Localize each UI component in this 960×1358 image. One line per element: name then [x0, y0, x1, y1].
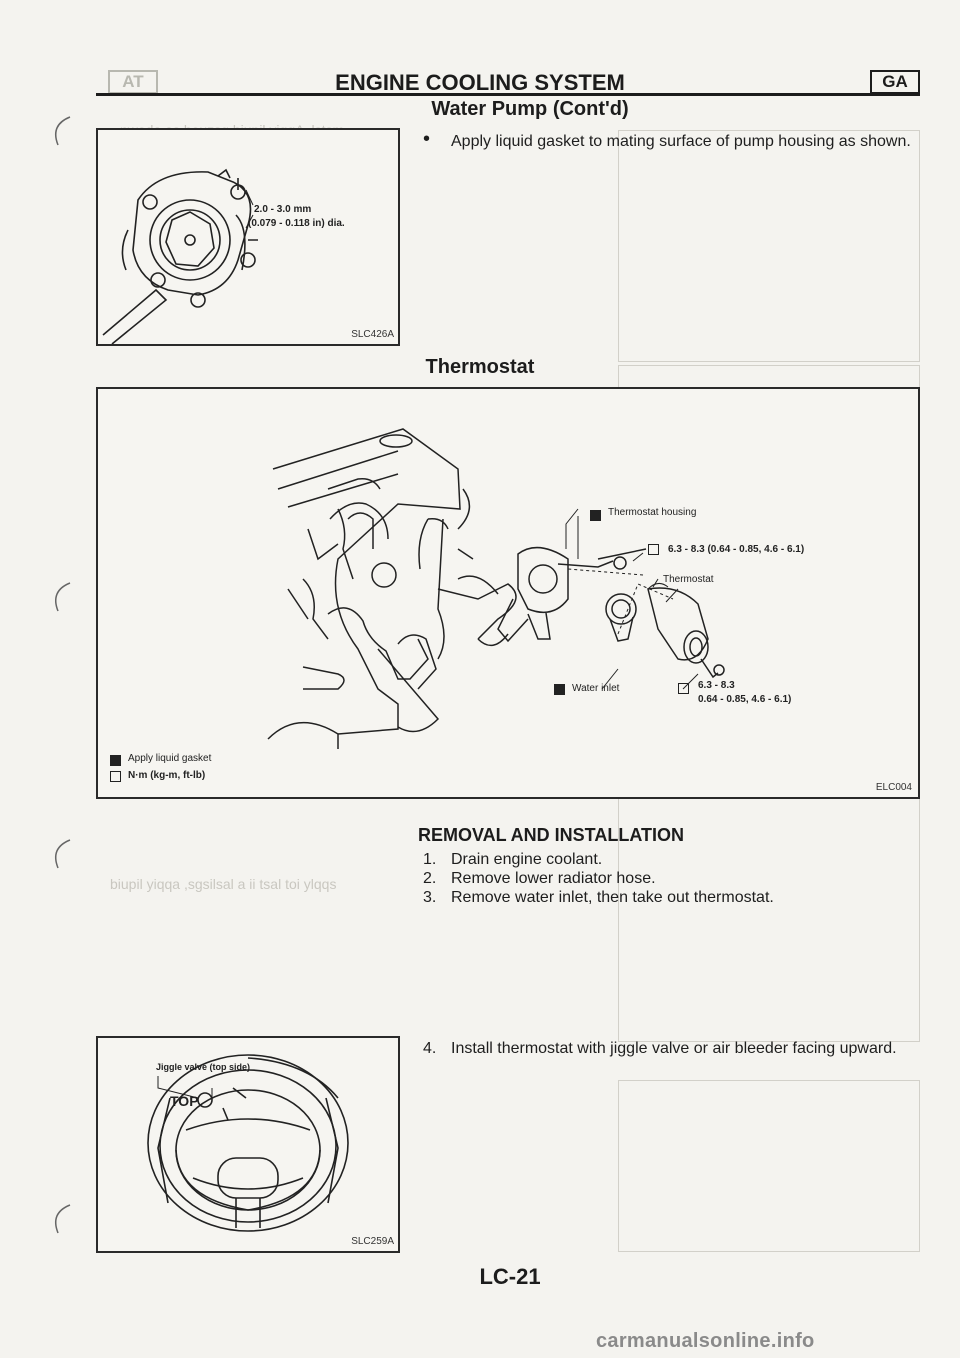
step-text: Remove water inlet, then take out thermo… [451, 889, 774, 906]
section-tag-right: GA [870, 70, 920, 94]
torque-icon [648, 544, 659, 555]
step-text: Drain engine coolant. [451, 851, 603, 868]
thermostat-heading: Thermostat [425, 356, 535, 378]
step-text: Remove lower radiator hose. [451, 870, 656, 887]
thermostat-figure: Thermostat housing 6.3 - 8.3 (0.64 - 0.8… [96, 387, 920, 799]
top-marking: TOP [170, 1093, 199, 1109]
step-number: 1. [423, 851, 437, 868]
step-text: Install thermostat with jiggle valve or … [451, 1040, 897, 1057]
torque-icon [110, 771, 121, 782]
water-pump-figure: 2.0 - 3.0 mm (0.079 - 0.118 in) dia. SLC… [96, 128, 400, 346]
step-number: 2. [423, 870, 437, 887]
figure-code: SLC426A [351, 329, 394, 340]
page-subtitle: Water Pump (Cont'd) [431, 98, 629, 120]
step-number: 3. [423, 889, 437, 906]
dimension-label-in: (0.079 - 0.118 in) dia. [248, 218, 345, 229]
bleed-through-text: biupil yiqqa ,sgsilsal a ii tsal toi ylq… [110, 876, 337, 892]
figure-code: SLC259A [351, 1236, 394, 1247]
thermostat-label: Thermostat [663, 574, 714, 585]
water-inlet-label: Water inlet [572, 683, 620, 694]
engine-thermostat-drawing [267, 428, 725, 749]
dimension-label-mm: 2.0 - 3.0 mm [254, 204, 312, 215]
torque-spec-housing: 6.3 - 8.3 (0.64 - 0.85, 4.6 - 6.1) [668, 544, 805, 555]
watermark: carmanualsonline.info [596, 1330, 815, 1352]
removal-heading: REMOVAL AND INSTALLATION [418, 825, 684, 845]
bullet-icon: • [423, 128, 431, 150]
legend-gasket: Apply liquid gasket [128, 753, 212, 764]
thermostat-valve-drawing [147, 1054, 349, 1232]
jiggle-valve-label: Jiggle valve (top side) [156, 1062, 251, 1072]
step-number: 4. [423, 1040, 437, 1057]
legend-torque-units: N·m (kg-m, ft-lb) [128, 770, 206, 781]
housing-label: Thermostat housing [608, 507, 697, 518]
torque-spec-inlet-2: 0.64 - 0.85, 4.6 - 6.1) [698, 694, 792, 705]
torque-spec-inlet-1: 6.3 - 8.3 [698, 680, 735, 691]
header-rule [96, 93, 920, 96]
water-pump-drawing [102, 168, 258, 344]
binder-hole-marks [55, 116, 71, 1234]
jiggle-valve-figure: Jiggle valve (top side) TOP SLC259A [96, 1036, 400, 1253]
gasket-icon [590, 510, 601, 521]
gasket-icon [554, 684, 565, 695]
page-number: LC-21 [479, 1264, 541, 1289]
torque-icon [678, 683, 689, 694]
gasket-instruction: Apply liquid gasket to mating surface of… [451, 133, 911, 150]
section-title: ENGINE COOLING SYSTEM [335, 70, 625, 95]
figure-code: ELC004 [875, 782, 912, 793]
gasket-icon [110, 755, 121, 766]
bleed-through-frame [618, 1080, 920, 1252]
bleed-through-frame [618, 130, 920, 362]
